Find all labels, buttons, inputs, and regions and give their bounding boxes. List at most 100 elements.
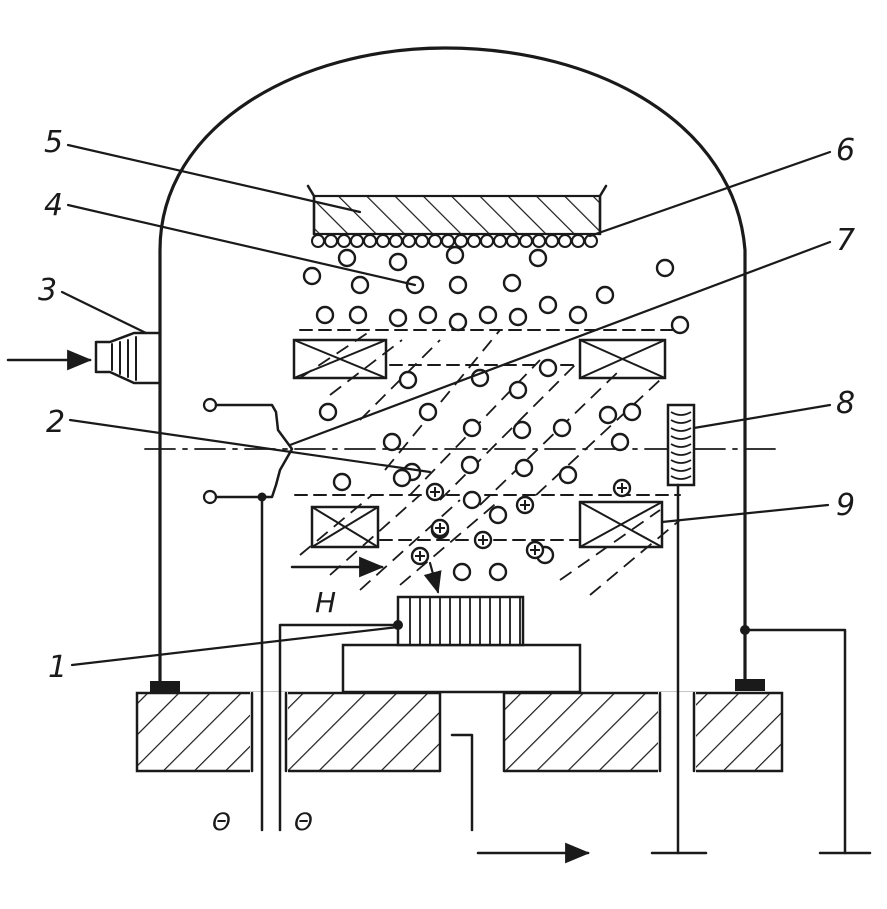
ground-lead: [740, 625, 872, 855]
callout-4: 4: [44, 188, 63, 223]
sputtered-atom: [502, 273, 522, 293]
sputtered-atom: [448, 312, 468, 332]
plasma-hatch-line: [439, 359, 581, 501]
film-particle: [480, 234, 494, 248]
terminal-right-label: Θ: [294, 808, 313, 836]
sputtered-atom: [508, 307, 528, 327]
sputtered-atom: [538, 358, 558, 378]
pump-port: [450, 733, 474, 832]
plasma-hatch-line: [299, 329, 373, 379]
film-particle: [376, 234, 390, 248]
magnetic-field-label: H: [315, 586, 336, 619]
film-particle: [571, 234, 585, 248]
callout-8: 8: [836, 386, 855, 421]
cathode-lead: [278, 623, 400, 832]
callout-7: 7: [836, 223, 855, 258]
sputtered-atom: [514, 458, 534, 478]
sputtered-atom: [598, 405, 618, 425]
plasma-hatch-line: [329, 339, 403, 396]
sputtered-atom: [478, 305, 498, 325]
sputtered-atom: [452, 562, 472, 582]
gas-inlet-valve: [6, 331, 162, 385]
target-cathode: [341, 595, 582, 694]
sputtered-atom: [448, 275, 468, 295]
film-particle: [441, 234, 455, 248]
probe-winding: [670, 435, 692, 440]
deposited-film-layer: [311, 234, 598, 248]
magnet-coil-lower-right: [578, 500, 664, 549]
plasma-hatch-line: [299, 494, 373, 556]
argon-ions: [410, 478, 632, 566]
sputtered-atom: [655, 258, 675, 278]
sputtered-atom: [460, 455, 480, 475]
terminal-left-label: Θ: [212, 808, 231, 836]
sputtered-atom: [670, 315, 690, 335]
film-particle: [428, 234, 442, 248]
film-particle: [311, 234, 325, 248]
film-particle: [519, 234, 533, 248]
sputtered-atom: [332, 472, 352, 492]
callout-2: 2: [46, 405, 65, 440]
callout-3: 3: [38, 273, 57, 308]
sputtered-atom: [552, 418, 572, 438]
film-particle: [506, 234, 520, 248]
film-particle: [467, 234, 481, 248]
probe-winding: [670, 475, 692, 480]
magnet-coil-upper-right: [578, 338, 667, 380]
film-particle: [545, 234, 559, 248]
probe-winding: [670, 443, 692, 448]
sputtered-atom: [382, 432, 402, 452]
sputtered-atom: [388, 252, 408, 272]
sputtered-atom: [558, 465, 578, 485]
film-particle: [415, 234, 429, 248]
sputtered-atom: [595, 285, 615, 305]
film-particle: [402, 234, 416, 248]
film-particle: [454, 234, 468, 248]
film-particle: [363, 234, 377, 248]
sputtered-atom: [398, 370, 418, 390]
callout-9: 9: [836, 488, 855, 523]
probe-winding: [670, 427, 692, 432]
probe-winding: [670, 451, 692, 456]
sputtered-atom: [445, 245, 465, 265]
sputtered-atom: [350, 275, 370, 295]
sputtered-atom: [318, 402, 338, 422]
sputtered-atom: [388, 308, 408, 328]
probe-sensor: [650, 403, 708, 855]
magnet-coil-lower-left: [310, 505, 380, 549]
film-particle: [324, 234, 338, 248]
film-particle: [532, 234, 546, 248]
film-particle: [389, 234, 403, 248]
callout-1: 1: [48, 650, 67, 685]
filament-electrode: [202, 397, 294, 832]
sputtered-atoms: [302, 245, 690, 582]
plasma-hatch-line: [559, 509, 661, 581]
sputtered-atom: [302, 266, 322, 286]
sputtered-atom: [622, 402, 642, 422]
probe-winding: [670, 411, 692, 416]
film-particle: [350, 234, 364, 248]
leader-lines: [60, 143, 832, 667]
sputtered-atom: [337, 248, 357, 268]
sputtered-atom: [568, 305, 588, 325]
sputtered-atom: [462, 418, 482, 438]
probe-winding: [670, 467, 692, 472]
plasma-hatch-line: [479, 369, 621, 506]
sputtered-atom: [610, 432, 630, 452]
sputtered-atom: [418, 305, 438, 325]
plasma-hatch-line: [519, 379, 661, 511]
ion-impact-arrow: [423, 561, 442, 594]
callout-5: 5: [44, 125, 63, 160]
sputtered-atom: [315, 305, 335, 325]
probe-winding: [670, 419, 692, 424]
base-plate: [135, 679, 784, 773]
sputtered-atom: [488, 562, 508, 582]
sputtered-atom: [538, 295, 558, 315]
film-particle: [493, 234, 507, 248]
sputtered-atom: [348, 305, 368, 325]
substrate-holder: [306, 184, 608, 236]
sputtered-atom: [418, 402, 438, 422]
plasma-hatch-line: [329, 494, 421, 576]
plasma-hatch-line: [384, 329, 501, 471]
